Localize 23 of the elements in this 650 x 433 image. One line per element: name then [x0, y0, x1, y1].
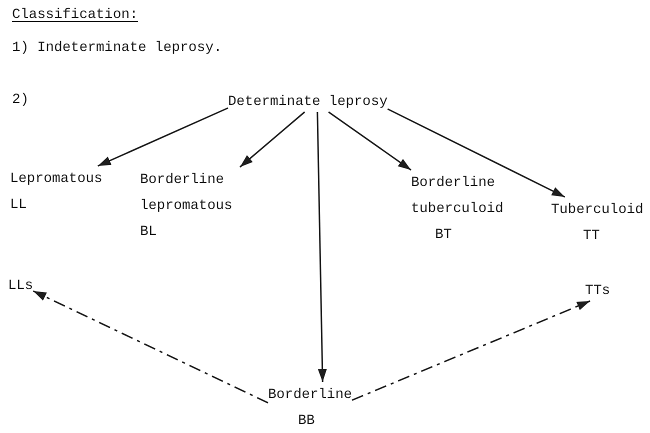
- list-item-text: 1) Indeterminate leprosy.: [12, 39, 222, 58]
- section-heading: Classification:: [12, 6, 138, 25]
- abbreviation-label: TT: [582, 227, 601, 246]
- abbreviation-label: LL: [10, 196, 28, 215]
- abbreviation-label: BL: [140, 223, 158, 242]
- category-label: Tuberculoid: [551, 201, 644, 220]
- dash-dot-arrow: [352, 300, 590, 401]
- dash-dot-arrow: [32, 290, 268, 404]
- arrow: [98, 107, 228, 167]
- arrow: [328, 111, 412, 171]
- category-label: Lepromatous: [10, 170, 102, 189]
- list-number: 2): [12, 91, 29, 110]
- arrow: [316, 112, 327, 382]
- abbreviation-label: TTs: [585, 282, 610, 301]
- arrow: [387, 108, 566, 198]
- category-label: Borderline lepromatous: [140, 171, 234, 216]
- category-heading: Determinate leprosy: [228, 93, 388, 112]
- category-label: Borderline tuberculoid: [411, 174, 504, 219]
- abbreviation-label: BB: [297, 412, 316, 431]
- abbreviation-label: BT: [434, 226, 453, 245]
- abbreviation-label: LLs: [8, 277, 34, 296]
- arrow: [240, 111, 306, 168]
- category-label: Borderline: [268, 386, 352, 405]
